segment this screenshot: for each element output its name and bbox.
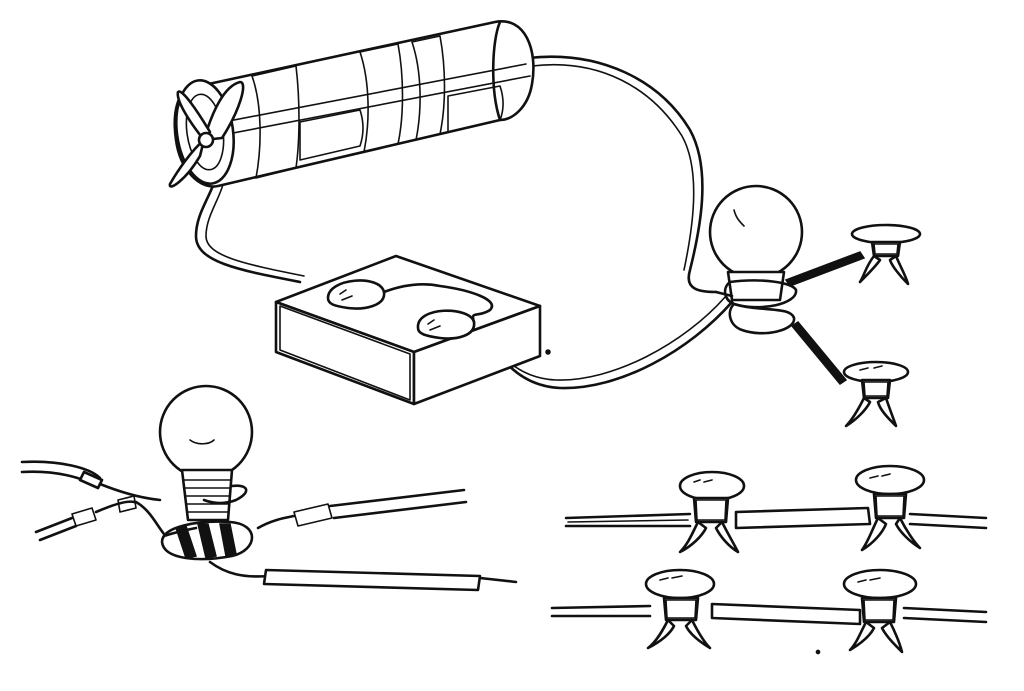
detail-tack-chain-upper [564,464,988,554]
thumbtack-chain-a [678,470,746,554]
wire-battery-to-switch [194,168,305,284]
wire-left-upper [20,460,162,502]
wire-right-lower [208,560,518,592]
light-bulb-top [708,184,804,335]
wire-left-lower [34,495,166,542]
switch-box [274,254,551,406]
coil-contact [160,520,254,561]
detail-bulb-connection [20,384,518,592]
thumbtack-chain-d [842,568,918,654]
detail-tack-chain-lower [550,568,988,655]
thumbtack-top-lower [790,321,910,428]
wire-battery-to-bulb [526,55,718,294]
propeller-icon [168,80,245,188]
light-bulb-detail [158,384,254,522]
thumbtack-top-right [784,223,922,287]
switch-button-right [382,283,494,340]
wire-right-upper [256,488,468,530]
top-circuit [168,20,922,428]
switch-button-left [326,279,386,310]
thumbtack-chain-c [644,568,716,650]
thumbtack-chain-b [854,464,926,552]
